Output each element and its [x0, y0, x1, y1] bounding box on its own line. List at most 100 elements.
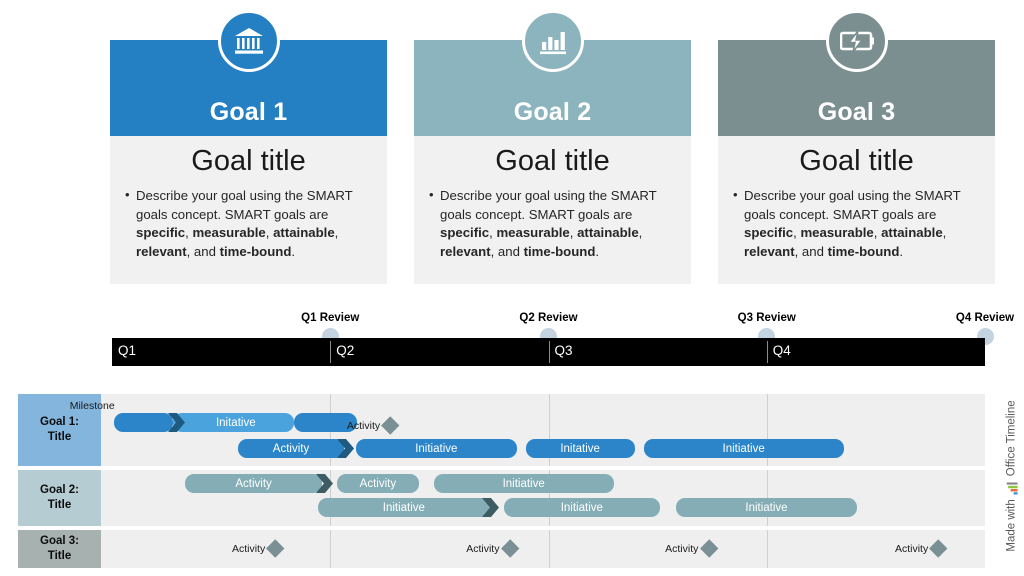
quarter-label-q3: Q3	[554, 343, 573, 358]
milestone-diamond-icon	[699, 539, 719, 558]
goal-card-badge-1: Goal 1	[209, 98, 288, 126]
review-label-1: Q1 Review	[301, 312, 360, 324]
bullet-sep-1: ,	[185, 225, 193, 241]
gantt-bar-segment[interactable]: Activity	[238, 439, 344, 458]
watermark-prefix: Made with	[1006, 499, 1018, 552]
gantt-bar-segment[interactable]: Initative	[525, 439, 635, 458]
battery-charging-icon	[825, 10, 888, 72]
goal-card-title-1: Goal title	[191, 145, 306, 177]
review-label-4: Q4 Review	[955, 312, 1015, 324]
gantt-bar-segment[interactable]	[114, 413, 173, 432]
bullet-bold-specific: specific	[440, 225, 490, 241]
gantt-bar-segment[interactable]: Activity	[337, 474, 419, 493]
bullet-bold-relevant: relevant	[136, 244, 187, 260]
gantt-bar-g2-r2-1[interactable]: Initiative Initiative Initiative	[317, 498, 857, 517]
bullet-bold-specific: specific	[136, 225, 186, 241]
bullet-prefix: Describe your goal using the SMART goals…	[440, 187, 657, 222]
milestone-g3-r1-2[interactable]: Activity	[466, 539, 520, 558]
office-timeline-watermark: Made with Office Timeline	[1001, 378, 1023, 574]
milestone-g1-r1-1[interactable]: Milestone	[70, 396, 119, 415]
bullet-bold-measurable: measurable	[192, 225, 266, 241]
goal-card-header-2: Goal 2	[414, 10, 691, 136]
milestone-g3-r1-4[interactable]: Activity	[894, 539, 948, 558]
milestone-diamond-icon	[500, 539, 520, 558]
goal-card-bullet-2: Describe your goal using the SMART goals…	[428, 186, 677, 262]
gantt-bar-segment[interactable]	[294, 413, 358, 432]
milestone-diamond-icon	[381, 416, 400, 435]
bullet-bold-attainable: attainable	[881, 225, 943, 241]
gantt-bar-g1-r2-1[interactable]: Activity Initiative Initative Initiative	[238, 439, 844, 458]
gantt-bar-label: Initiative	[382, 501, 425, 514]
gantt-chevron-icon	[315, 474, 333, 493]
gantt-bar-segment[interactable]: Initiative	[503, 498, 660, 517]
milestone-label: Activity	[665, 542, 699, 555]
bullet-sep-4: , and	[186, 244, 220, 260]
goal-card-title-2: Goal title	[495, 145, 610, 177]
gantt-bar-label: Initiative	[502, 477, 545, 490]
bullet-sep-3: ,	[942, 225, 947, 241]
milestone-label: Milestone	[69, 399, 115, 412]
bullet-sep-5: .	[595, 244, 600, 260]
gantt-bar-label: Initiative	[415, 442, 458, 455]
bullet-sep-4: , and	[794, 244, 828, 260]
lane-gridline-3	[548, 394, 550, 466]
gantt-bar-g2-r1-1[interactable]: Activity Activity Initiative	[184, 474, 614, 493]
goal-card-body-3: Goal titleDescribe your goal using the S…	[718, 136, 995, 284]
review-label-2: Q2 Review	[519, 312, 578, 324]
swimlane-label-goal-3: Goal 3:Title	[18, 530, 101, 568]
gantt-bar-segment[interactable]: Activity	[184, 474, 323, 493]
bank-icon	[217, 10, 280, 72]
gantt-bar-segment[interactable]	[172, 413, 295, 432]
goal-card-body-2: Goal titleDescribe your goal using the S…	[414, 136, 691, 284]
swimlane-label-goal-1: Goal 1:Title	[18, 394, 101, 466]
bullet-bold-time-bound: time-bound	[219, 244, 292, 260]
goal-card-body-1: Goal titleDescribe your goal using the S…	[110, 136, 387, 284]
bullet-bold-specific: specific	[744, 225, 794, 241]
gantt-bar-label: Initative	[215, 416, 256, 429]
milestone-diamond-icon	[266, 539, 285, 558]
swimlane-label-line1-1: Goal 1:	[40, 415, 79, 428]
bullet-bold-measurable: measurable	[496, 225, 570, 241]
gantt-bar-segment[interactable]: Initiative	[676, 498, 857, 517]
gantt-bar-label: Initative	[560, 442, 600, 455]
swimlane-label-line1-3: Goal 3:	[40, 534, 79, 547]
watermark-name: Office Timeline	[1006, 400, 1018, 477]
gantt-bar-segment[interactable]: Initiative	[433, 474, 614, 493]
quarter-divider-4	[766, 341, 768, 363]
bullet-prefix: Describe your goal using the SMART goals…	[136, 187, 353, 222]
goal-card-title-3: Goal title	[799, 145, 914, 177]
gantt-bar-label: Activity	[235, 477, 272, 490]
goal-card-header-1: Goal 1	[110, 10, 387, 136]
office-timeline-logo-icon	[1006, 482, 1018, 495]
milestone-label: Activity	[346, 419, 381, 432]
goal-card-bullet-3: Describe your goal using the SMART goals…	[732, 186, 981, 262]
gantt-bar-segment[interactable]: Initiative	[356, 439, 517, 458]
gantt-bar-segment[interactable]: Initiative	[643, 439, 844, 458]
swimlane-label-line2-2: Title	[47, 499, 72, 511]
bullet-sep-2: ,	[873, 225, 882, 241]
milestone-diamond-icon	[929, 539, 948, 558]
gantt-bar-segment[interactable]: Initiative	[317, 498, 491, 517]
milestone-g1-r2-1[interactable]: Activity	[346, 416, 400, 435]
review-marker-4[interactable]: Q4 Review	[925, 312, 1024, 345]
bullet-sep-1: ,	[793, 225, 801, 241]
bullet-sep-5: .	[899, 244, 904, 260]
gantt-bar-label: Activity	[272, 442, 310, 455]
gantt-chevron-icon	[167, 413, 185, 432]
swimlane-track-goal-3: Activity Activity Activity Activity	[101, 530, 985, 568]
quarter-label-q2: Q2	[336, 343, 355, 358]
bullet-sep-4: , and	[490, 244, 524, 260]
milestone-g3-r1-1[interactable]: Activity	[232, 539, 285, 558]
bullet-sep-2: ,	[569, 225, 578, 241]
goal-card-1: Goal 1 Goal titleDescribe your goal using…	[110, 10, 387, 284]
milestone-g3-r1-3[interactable]: Activity	[665, 539, 719, 558]
milestone-label: Activity	[894, 542, 929, 555]
gantt-bar-g1-r1-1[interactable]: Initative	[114, 413, 358, 432]
